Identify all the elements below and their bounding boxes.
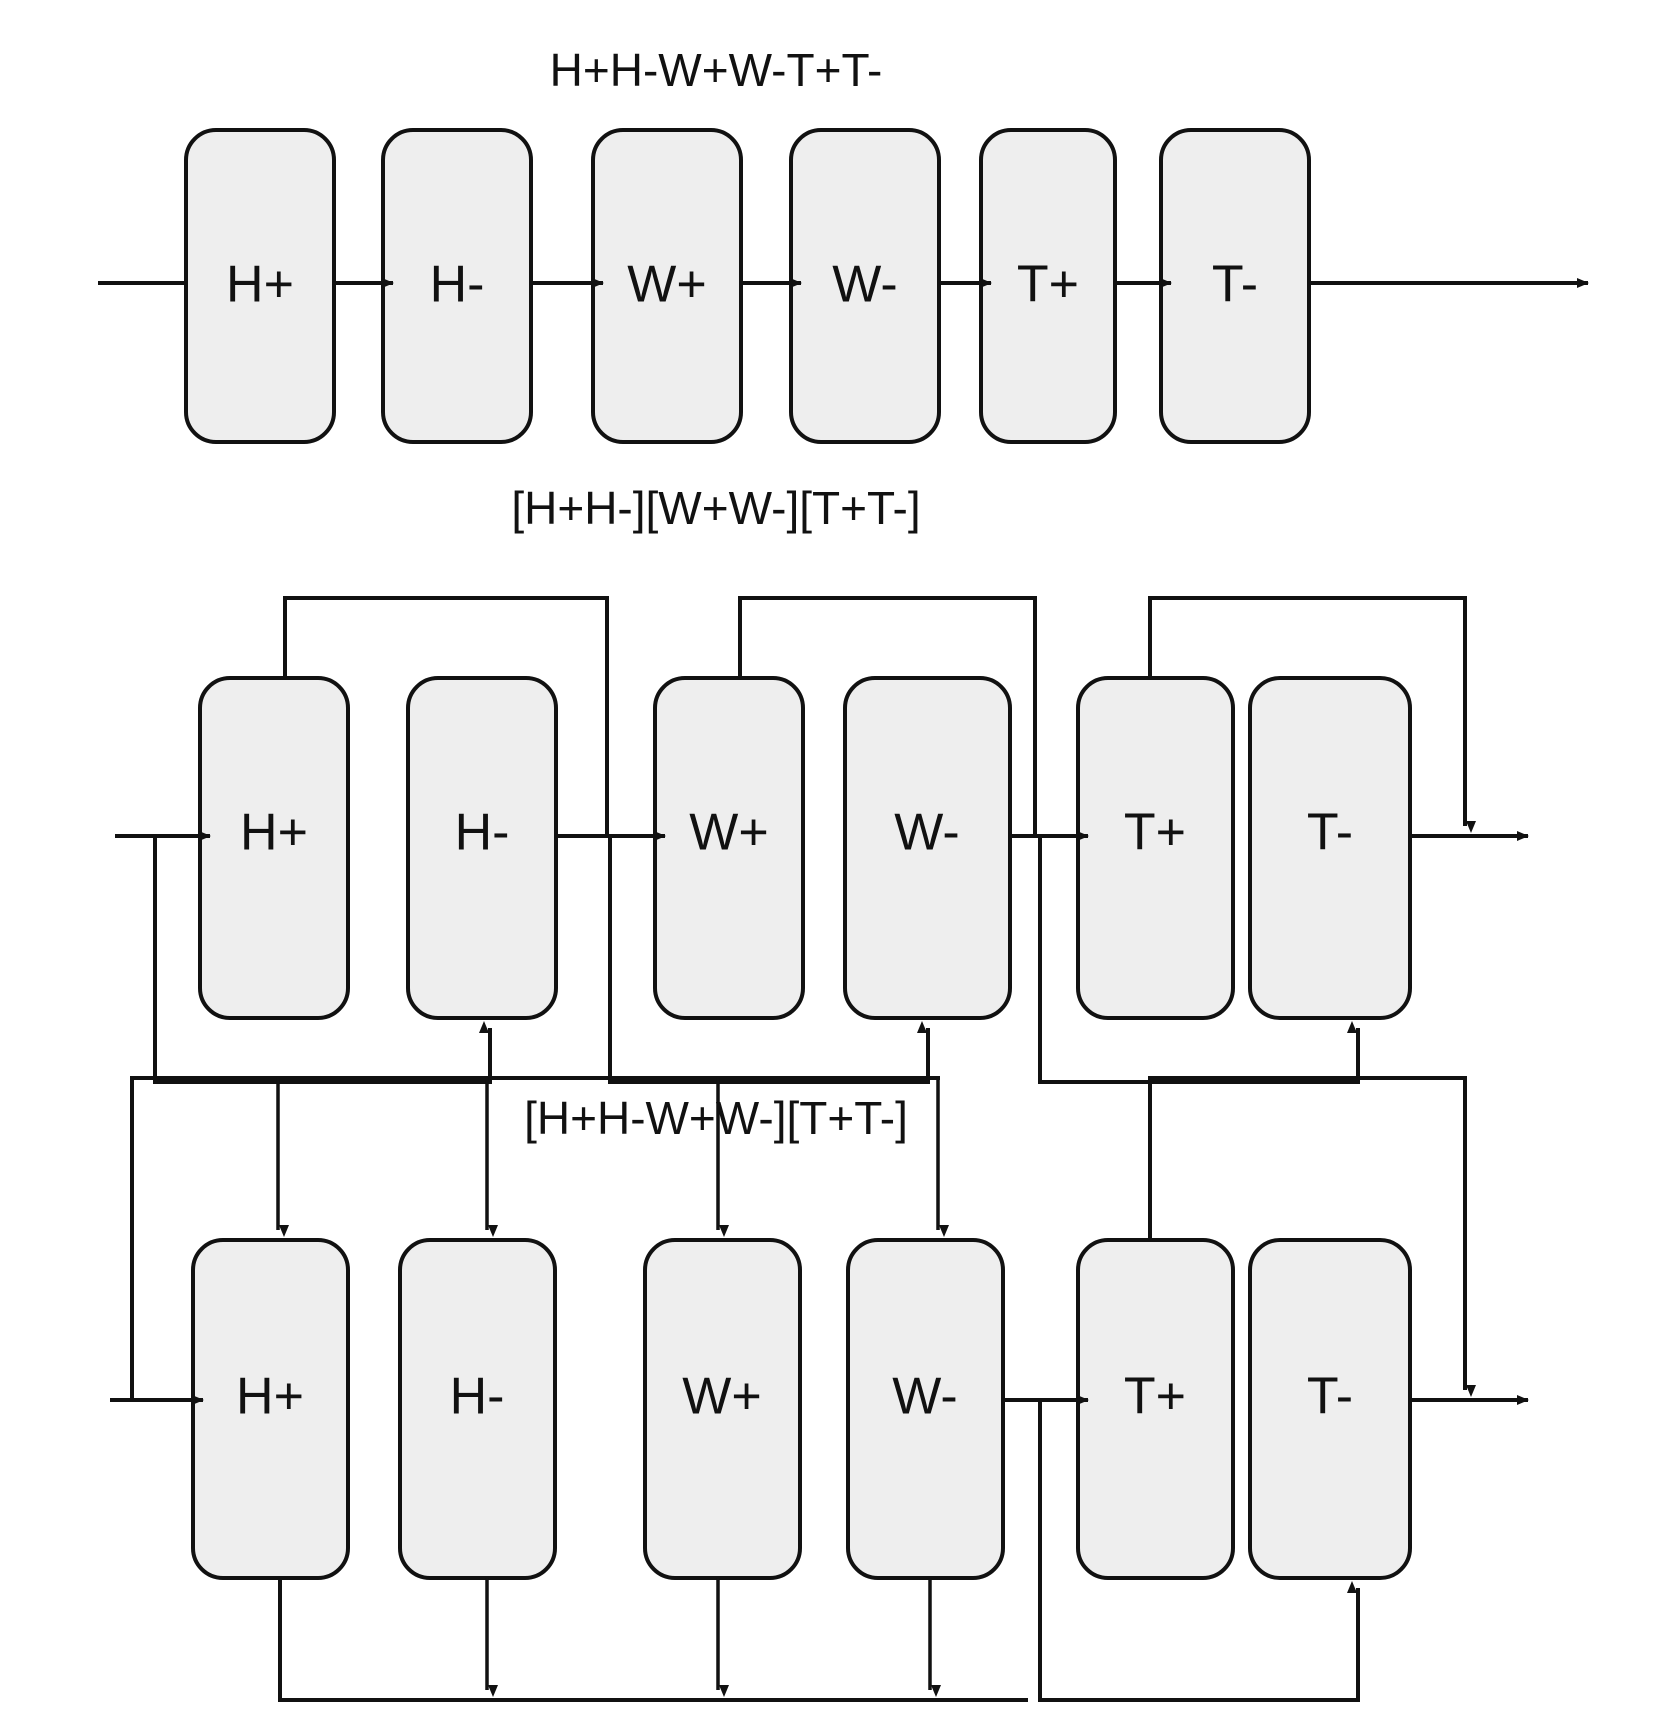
row-1-block-t-plus-label: T+ — [1017, 256, 1079, 314]
row-3-block-h-plus-label: H+ — [236, 1368, 304, 1426]
row-2-loop2-bottom-wire — [608, 836, 930, 1084]
row-2-loop2-top-wire — [738, 596, 1037, 836]
row-2-block-t-minus-label: T- — [1307, 804, 1353, 862]
row-1-group: H+H-W+W-T+T- H+ H- W+ W- T+ T- — [98, 44, 1589, 444]
row-2-caption: [H+H-][W+W-][T+T-] — [511, 482, 920, 534]
row-3-block-t-minus-label: T- — [1307, 1368, 1353, 1426]
row-3-caption: [H+H-W+W-][T+T-] — [524, 1092, 908, 1144]
row-3-t-loop-bottom-wire — [1038, 1400, 1360, 1702]
row-3-top-bus — [130, 1076, 940, 1400]
row-3-block-h-plus — [191, 1238, 350, 1580]
row-3-block-w-plus-label: W+ — [682, 1368, 761, 1426]
row-3-block-w-minus-label: W- — [892, 1368, 957, 1426]
row-3-group: [H+H-W+W-][T+T-] H+ H- W+ W- T+ T- — [110, 1076, 1529, 1702]
row-2-block-t-plus — [1076, 676, 1235, 1020]
row-1-block-w-plus-label: W+ — [627, 256, 706, 314]
row-2-block-h-plus — [198, 676, 350, 1020]
row-2-loop3-bottom-wire — [1038, 836, 1360, 1084]
row-3-block-w-minus — [846, 1238, 1005, 1580]
row-2-loop1-top-wire — [283, 596, 609, 836]
row-1-block-h-plus-label: H+ — [226, 256, 294, 314]
row-2-loop3-top-wire — [1148, 596, 1476, 833]
row-1-caption: H+H-W+W-T+T- — [550, 44, 883, 96]
row-2-group: [H+H-][W+W-][T+T-] H+ H- W+ W- T+ T- — [115, 482, 1529, 1084]
row-2-block-h-plus-label: H+ — [240, 804, 308, 862]
row-2-block-w-minus-label: W- — [894, 804, 959, 862]
row-3-block-t-minus — [1248, 1238, 1412, 1580]
row-2-loop1-bottom-wire — [153, 836, 492, 1084]
row-1-block-w-minus-label: W- — [832, 256, 897, 314]
row-1-block-h-plus — [184, 128, 336, 444]
row-3-block-h-minus-label: H- — [450, 1368, 505, 1426]
row-3-block-t-plus-label: T+ — [1124, 1368, 1186, 1426]
row-2-block-t-plus-label: T+ — [1124, 804, 1186, 862]
row-2-block-h-minus — [406, 676, 558, 1020]
row-2-block-h-minus-label: H- — [455, 804, 510, 862]
row-2-block-t-minus — [1248, 676, 1412, 1020]
row-3-block-t-plus — [1076, 1238, 1235, 1580]
row-3-t-loop-top-wire — [1148, 1076, 1476, 1397]
row-3-bottom-bus — [278, 1578, 1028, 1702]
row-2-block-w-minus — [843, 676, 1012, 1020]
row-3-block-h-minus — [398, 1238, 557, 1580]
row-3-block-w-plus — [643, 1238, 802, 1580]
row-1-block-h-minus-label: H- — [430, 256, 485, 314]
row-2-block-w-plus-label: W+ — [689, 804, 768, 862]
row-1-block-t-minus-label: T- — [1212, 256, 1258, 314]
row-2-block-w-plus — [653, 676, 805, 1020]
